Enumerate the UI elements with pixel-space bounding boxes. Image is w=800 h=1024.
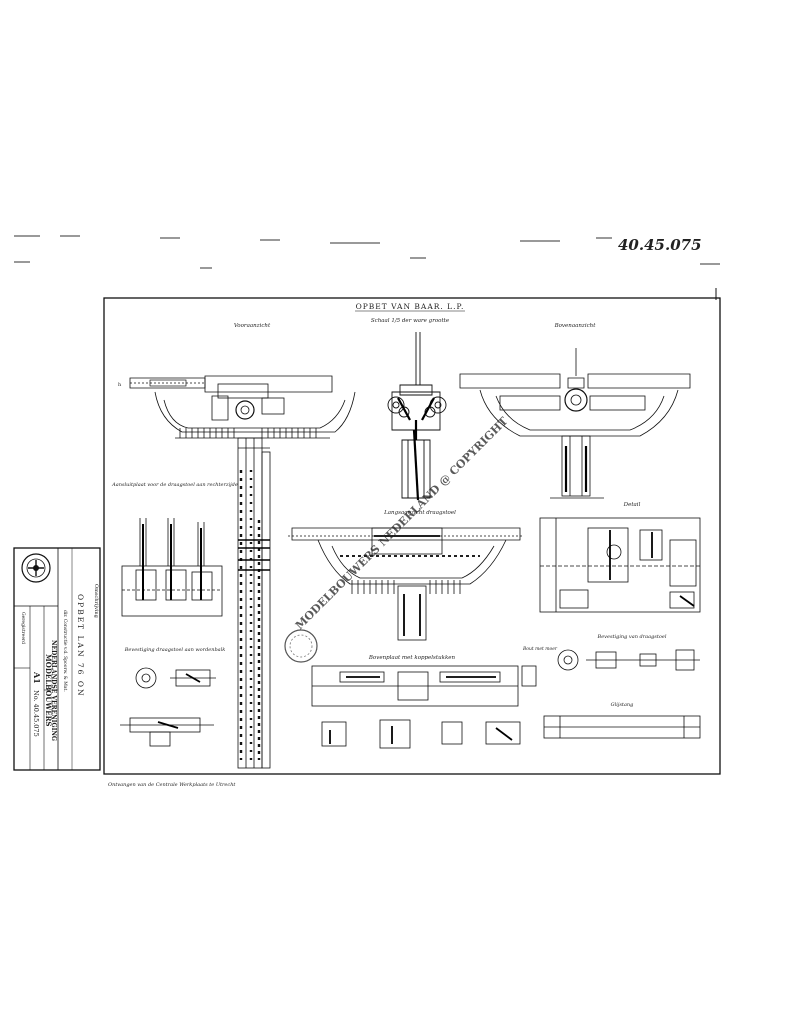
rail-label: Glijstang (611, 702, 634, 708)
association-logo-icon (21, 553, 51, 583)
frame-view-dark (142, 524, 202, 600)
title-block-registration: Geregistreerd (20, 612, 26, 644)
frame-view-label: Aansluitplaat voor de draagstoel aan rec… (111, 482, 238, 488)
rail-drawing (543, 715, 701, 739)
side-elevation-dark (397, 397, 435, 501)
title-block-number: No. 40.45.075 (32, 690, 40, 737)
side-detail-label: Bevestiging van draagstoel (597, 634, 667, 640)
top-view-dark (564, 446, 588, 492)
title-block-org1: NEDERLANDSE VERENIGING (50, 640, 57, 741)
lower-plate-drawing (311, 665, 537, 749)
lower-left-label: Bovenplaat met koppelstukken (368, 655, 456, 661)
title-block-format: A1 (32, 671, 42, 684)
left-marks: h (118, 379, 206, 388)
scan-artifacts (14, 235, 720, 269)
bottom-view-dark (340, 535, 480, 636)
detail-view-dark (609, 530, 695, 607)
bottom-view-label: Langsaanzicht draagstoel (383, 510, 456, 516)
lower-plate-dark (329, 676, 513, 744)
drawing-number: 40.45.075 (618, 236, 702, 254)
lower-right-label: Bevestiging draagstoel aan wordenbalk (124, 647, 226, 653)
top-view-label: Bovenaanzicht (554, 323, 597, 329)
title-block-name: OPBET LAN 76 ON (76, 594, 85, 698)
front-view-label: Vooraanzicht (234, 323, 271, 329)
title-block: Omschrijving OPBET LAN 76 ON dir. Constr… (13, 547, 101, 771)
title-block-org2: MODELBOUWERS (44, 654, 53, 727)
front-view-drawing (129, 375, 356, 769)
title-block-subname: dir. Constructie v.d. Spoorw. & Mat. (62, 610, 68, 692)
detail-view-drawing (539, 517, 701, 613)
stem-hatching (239, 470, 261, 760)
svg-text:h: h (118, 382, 122, 388)
title-block-heading: Omschrijving (93, 584, 99, 619)
stem-bands (238, 539, 270, 571)
bottom-view-drawing (288, 527, 522, 641)
top-view-drawing (459, 348, 691, 499)
footer-note: Ontvangen van de Centrale Werkplaats te … (108, 782, 236, 788)
sheet-title: OPBET VAN BAAR. L.P. (356, 302, 465, 311)
side-elevation-drawing (387, 332, 447, 499)
left-lower-dark (157, 673, 201, 729)
left-lower-parts (120, 667, 216, 747)
sheet-subtitle: Schaal 1/5 der ware grootte (371, 318, 450, 324)
detail-view-label: Detail (623, 502, 641, 508)
bolt-label: Bout met moer (522, 646, 558, 652)
watermark-stamp (284, 629, 318, 663)
right-lower-parts (557, 649, 700, 671)
drawing-border (103, 297, 721, 775)
